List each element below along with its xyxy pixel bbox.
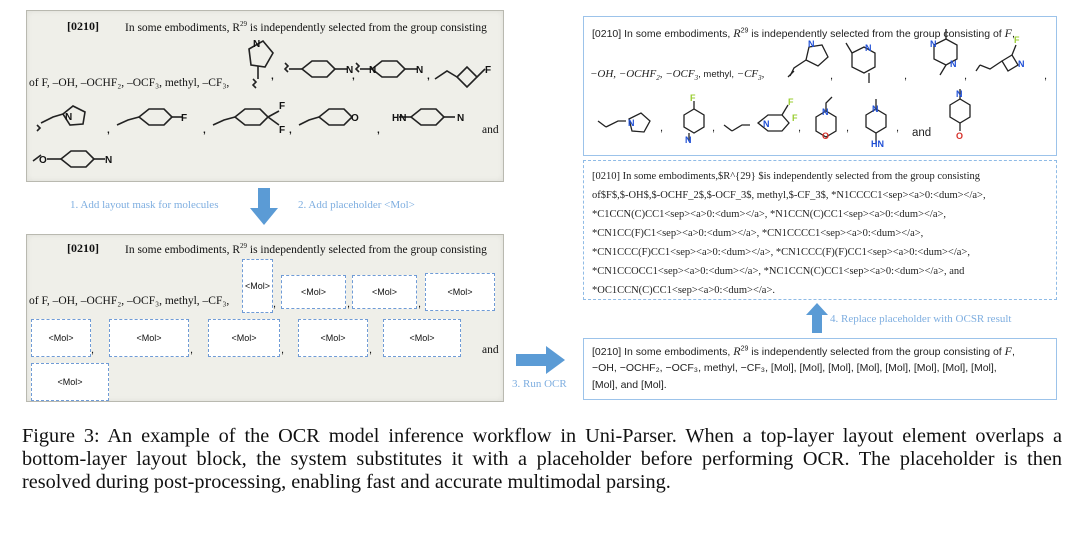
scan-line-2: of F, –OH, –OCHF₂, –OCF₃, methyl, –CF₃, [29, 77, 230, 89]
svg-text:N: N [369, 65, 376, 76]
right-arrow [516, 346, 565, 374]
svg-text:N: N [822, 107, 829, 117]
svg-text:,: , [904, 70, 907, 82]
mol-placeholder: <Mol> [31, 319, 91, 357]
svg-text:O: O [351, 113, 359, 124]
mol-placeholder: <Mol> [352, 275, 417, 309]
svg-text:N: N [808, 39, 815, 49]
svg-text:F: F [792, 113, 798, 123]
svg-text:,: , [281, 344, 284, 356]
mol-placeholder: <Mol> [298, 319, 368, 357]
svg-text:,: , [418, 298, 421, 310]
rendered-molecules: N N NN NF N FN NFF ON NHN NO ,,,, ,,,,, [597, 29, 1047, 149]
svg-text:,: , [91, 344, 94, 356]
mol-placeholder: <Mol> [383, 319, 461, 357]
svg-text:N: N [950, 59, 957, 69]
ocsr-text-panel: [0210] In some embodiments,$R^{29} $is i… [583, 160, 1057, 300]
svg-text:,: , [352, 71, 355, 82]
result-and-text: and [912, 127, 932, 139]
svg-text:,: , [369, 344, 372, 356]
svg-text:,: , [273, 298, 276, 310]
svg-text:N: N [457, 113, 464, 124]
svg-text:N: N [930, 39, 937, 49]
svg-text:N: N [346, 65, 353, 76]
placeholder-commas: ,,,,,,, [91, 298, 421, 356]
svg-text:HN: HN [871, 139, 884, 149]
svg-text:N: N [105, 155, 112, 166]
scan-line-1: In some embodiments, R29 is independentl… [125, 242, 487, 256]
svg-text:F: F [1014, 35, 1020, 45]
svg-text:,: , [798, 122, 801, 134]
svg-text:N: N [65, 112, 72, 123]
svg-text:F: F [279, 125, 285, 136]
ocr-line-2: −OH, −OCHF₂, −OCF₃, methyl, −CF₃, [Mol],… [592, 362, 997, 374]
svg-text:N: N [685, 135, 692, 145]
mol-placeholder: <Mol> [31, 363, 109, 401]
mol-placeholder: <Mol> [208, 319, 280, 357]
svg-text:,: , [377, 125, 380, 136]
svg-text:,: , [190, 344, 193, 356]
source-scan-original: [0210] In some embodiments, R29 is indep… [26, 10, 504, 182]
mol-placeholder: <Mol> [281, 275, 346, 309]
mol-placeholder: <Mol> [109, 319, 189, 357]
svg-text:HN: HN [392, 113, 406, 124]
svg-text:F: F [279, 101, 285, 112]
rendered-result-panel: [0210] In some embodiments, R29 is indep… [583, 16, 1057, 156]
svg-text:,: , [107, 125, 110, 136]
svg-text:F: F [690, 93, 696, 103]
up-arrow [806, 303, 828, 333]
ocr-line-3: [Mol], and [Mol]. [592, 379, 667, 391]
svg-text:N: N [956, 89, 963, 99]
step-4-label: 4. Replace placeholder with OCSR result [830, 313, 1012, 325]
svg-text:O: O [956, 131, 963, 141]
svg-text:N: N [628, 118, 635, 128]
svg-text:N: N [872, 104, 879, 114]
svg-text:,: , [830, 70, 833, 82]
svg-text:F: F [181, 113, 187, 124]
scan-molecules: N N N N F N F F F O HN N O N ,,,,,,, [32, 39, 491, 168]
step-2-label: 2. Add placeholder <Mol> [298, 199, 415, 211]
paragraph-ref: [0210] [67, 241, 99, 255]
svg-text:N: N [416, 65, 423, 76]
scan-and-text: and [482, 344, 499, 356]
svg-text:F: F [788, 97, 794, 107]
svg-text:N: N [865, 43, 872, 53]
svg-text:,: , [347, 298, 350, 310]
svg-text:,: , [964, 70, 967, 82]
scan-line-2: of F, –OH, –OCHF₂, –OCF₃, methyl, –CF₃, [29, 295, 230, 307]
mol-placeholder: <Mol> [425, 273, 495, 311]
svg-text:O: O [39, 155, 47, 166]
svg-text:,: , [712, 122, 715, 134]
result-line-1: [0210] In some embodiments, R29 is indep… [592, 26, 1015, 40]
svg-text:,: , [1044, 70, 1047, 82]
figure-caption: Figure 3: An example of the OCR model in… [22, 425, 1062, 493]
svg-text:,: , [271, 71, 274, 82]
paragraph-ref: [0210] [67, 19, 99, 33]
down-arrow [250, 188, 278, 225]
scan-and-text: and [482, 124, 499, 136]
source-scan-masked: [0210] In some embodiments, R29 is indep… [26, 234, 504, 402]
result-line-2: −OH, −OCHF2, −OCF3, methyl, −CF3, [590, 68, 765, 83]
ocr-placeholder-panel: [0210] In some embodiments, R29 is indep… [583, 338, 1057, 400]
svg-text:,: , [896, 122, 899, 134]
svg-text:,: , [660, 122, 663, 134]
svg-text:,: , [846, 122, 849, 134]
step-3-label: 3. Run OCR [512, 378, 567, 390]
svg-text:O: O [822, 131, 829, 141]
svg-text:N: N [253, 39, 260, 50]
ocr-line-1: [0210] In some embodiments, R29 is indep… [592, 344, 1015, 358]
svg-text:N: N [763, 119, 770, 129]
svg-text:,: , [427, 71, 430, 82]
mol-placeholder: <Mol> [242, 259, 273, 313]
ocsr-text: [0210] In some embodiments,$R^{29} $is i… [592, 171, 986, 296]
scan-line-1: In some embodiments, R29 is independentl… [125, 20, 487, 34]
step-1-label: 1. Add layout mask for molecules [70, 199, 219, 211]
svg-text:,: , [289, 125, 292, 136]
svg-text:,: , [203, 125, 206, 136]
svg-text:N: N [1018, 59, 1025, 69]
svg-text:F: F [485, 65, 491, 76]
